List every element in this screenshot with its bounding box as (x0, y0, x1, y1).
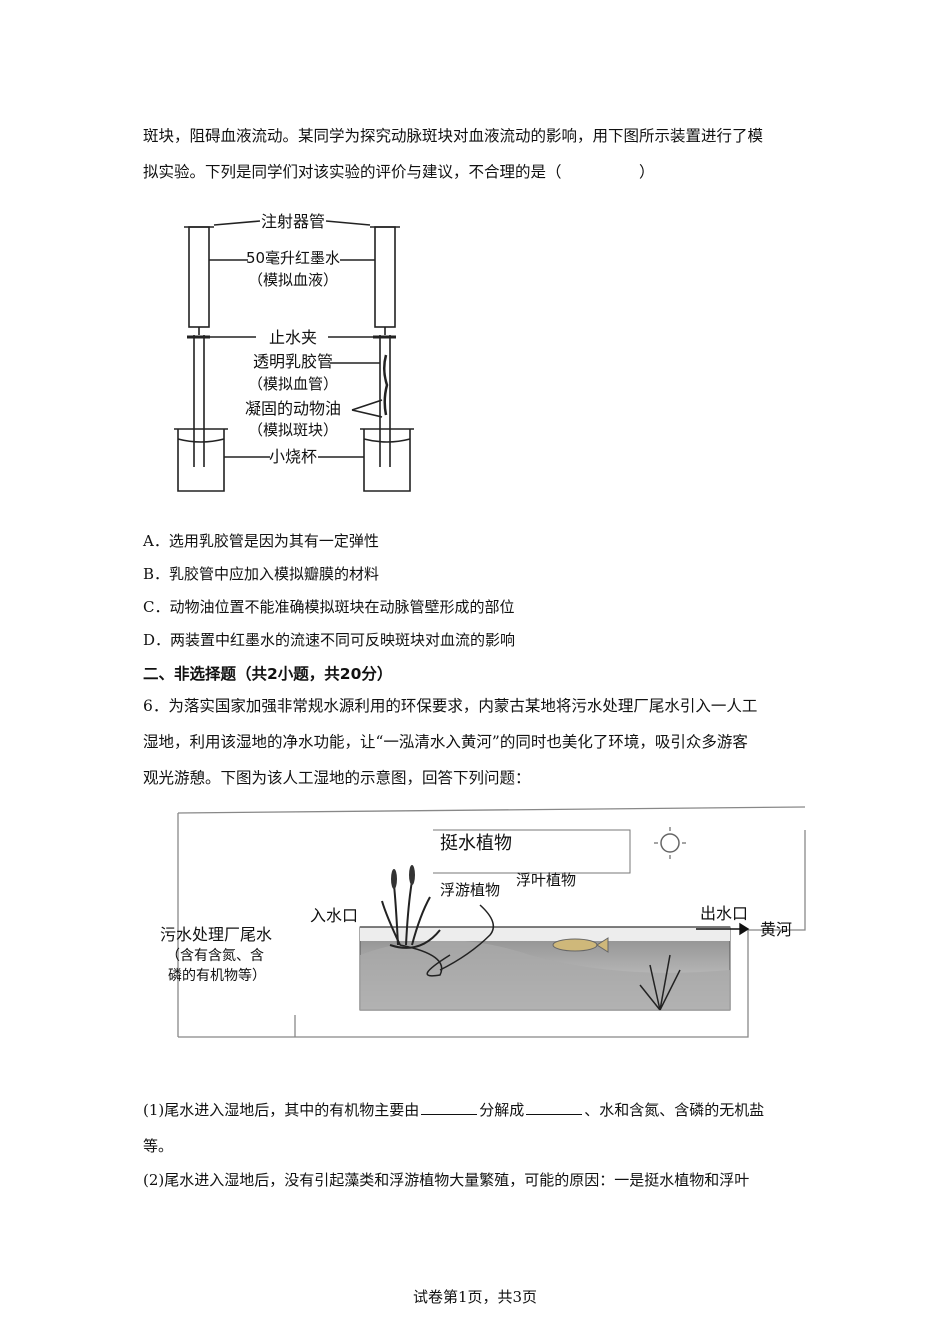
q5-text-line2: 拟实验。下列是同学们对该实验的评价与建议，不合理的是（ ） (143, 163, 655, 181)
label-floating-plants: 浮游植物 (440, 881, 500, 899)
label-animal-oil: 凝固的动物油 (245, 399, 341, 418)
q6-sub1-part-b: 分解成 (479, 1101, 525, 1119)
q6-text-line1: 6．为落实国家加强非常规水源利用的环保要求，内蒙古某地将污水处理厂尾水引入一人工 (143, 697, 758, 715)
section-heading: 二、非选择题（共2小题，共20分） (143, 665, 393, 683)
q6-text-line2: 湿地，利用该湿地的净水功能，让“一泓清水入黄河”的同时也美化了环境，吸引众多游客 (143, 733, 748, 751)
label-effluent-content-1: （含有含氮、含 (166, 948, 264, 964)
label-clamp: 止水夹 (269, 328, 317, 347)
label-simulated-plaque: （模拟斑块） (248, 421, 338, 439)
q6-sub2: (2)尾水进入湿地后，没有引起藻类和浮游植物大量繁殖，可能的原因：一是挺水植物和… (143, 1171, 750, 1189)
label-red-ink: 50毫升红墨水 (246, 249, 340, 267)
q5-option-a: A．选用乳胶管是因为其有一定弹性 (143, 532, 379, 550)
syringe-experiment-figure: 注射器管 50毫升红墨水 （模拟血液） 止水夹 透明乳胶管 （模拟血管） 凝固的… (174, 212, 414, 492)
page-footer: 试卷第1页，共3页 (412, 1288, 538, 1306)
label-syringe: 注射器管 (261, 212, 325, 231)
q5-text-line1: 斑块，阻碍血液流动。某同学为探究动脉斑块对血液流动的影响，用下图所示装置进行了模 (143, 127, 764, 145)
label-emergent-plants: 挺水植物 (440, 833, 512, 854)
label-simulated-vessel: （模拟血管） (248, 375, 338, 393)
label-effluent: 污水处理厂尾水 (160, 925, 272, 944)
label-latex-tube: 透明乳胶管 (253, 352, 333, 371)
label-outlet: 出水口 (700, 904, 748, 923)
q5-option-d: D．两装置中红墨水的流速不同可反映斑块对血流的影响 (143, 631, 516, 649)
label-yellow-river: 黄河 (760, 920, 792, 939)
q6-sub1-part-c: 、水和含氮、含磷的无机盐 (584, 1101, 765, 1119)
q5-option-c: C．动物油位置不能准确模拟斑块在动脉管壁形成的部位 (143, 598, 515, 616)
answer-blank-1[interactable] (421, 1100, 478, 1115)
q5-option-b: B．乳胶管中应加入模拟瓣膜的材料 (143, 565, 380, 583)
label-inlet: 入水口 (310, 906, 358, 925)
q6-text-line3: 观光游憩。下图为该人工湿地的示意图，回答下列问题： (143, 769, 531, 787)
label-simulated-blood: （模拟血液） (248, 271, 338, 289)
label-beaker: 小烧杯 (269, 447, 317, 466)
answer-blank-2[interactable] (526, 1100, 583, 1115)
label-effluent-content-2: 磷的有机物等） (168, 967, 266, 984)
q6-sub1: (1)尾水进入湿地后，其中的有机物主要由 分解成 、水和含氮、含磷的无机盐 (143, 1092, 813, 1128)
q6-sub1-part-a: (1)尾水进入湿地后，其中的有机物主要由 (143, 1101, 420, 1119)
q6-sub1-end: 等。 (143, 1137, 174, 1155)
wetland-diagram: 挺水植物 浮游植物 浮叶植物 入水口 出水口 黄河 污水处理厂尾水 （含有含氮、… (160, 806, 806, 1038)
label-floating-leaf-plants: 浮叶植物 (516, 871, 576, 889)
